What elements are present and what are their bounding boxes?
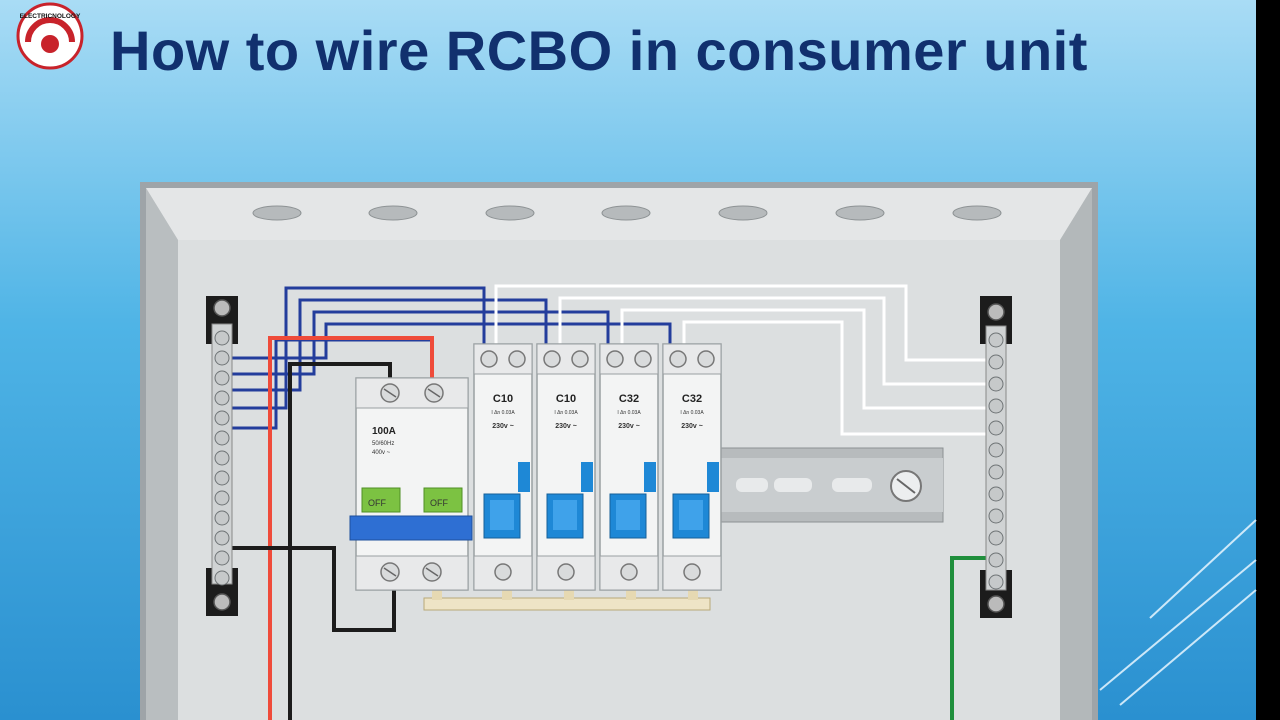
black-wires <box>231 362 396 720</box>
svg-text:230v ~: 230v ~ <box>681 423 703 430</box>
svg-text:230v ~: 230v ~ <box>492 423 514 430</box>
main-switch-left-toggle[interactable] <box>361 487 401 513</box>
svg-text:I Δn 0.03A: I Δn 0.03A <box>554 410 578 416</box>
earth-bar-right <box>980 296 1012 618</box>
decorative-lines <box>1099 519 1257 706</box>
svg-text:C32: C32 <box>682 393 702 405</box>
svg-text:OFF: OFF <box>430 498 448 508</box>
rcbo-4: C32 I Δn 0.03A 230v ~ <box>662 343 722 591</box>
svg-text:50/60Hz: 50/60Hz <box>372 441 394 447</box>
svg-text:400v ~: 400v ~ <box>372 450 391 456</box>
svg-text:I Δn 0.03A: I Δn 0.03A <box>617 410 641 416</box>
svg-text:I Δn 0.03A: I Δn 0.03A <box>680 410 704 416</box>
main-switch-handle-bar[interactable] <box>349 515 473 541</box>
main-switch-100a: 100A 50/60Hz 400v ~ OFF OFF <box>349 377 473 591</box>
neutral-bar-left <box>206 296 238 616</box>
knockout-holes <box>252 205 1002 221</box>
earth-wire <box>950 556 990 720</box>
white-wires <box>494 284 990 436</box>
page-title: How to wire RCBO in consumer unit <box>110 19 1088 82</box>
svg-text:230v ~: 230v ~ <box>618 423 640 430</box>
svg-text:C32: C32 <box>619 393 639 405</box>
svg-text:OFF: OFF <box>368 498 386 508</box>
rcbo-3: C32 I Δn 0.03A 230v ~ <box>599 343 659 591</box>
svg-text:100A: 100A <box>372 426 396 437</box>
rcbo-1: C10 I Δn 0.03A 230v ~ <box>473 343 533 591</box>
busbar <box>423 590 711 611</box>
din-rail <box>704 447 944 523</box>
live-wire <box>268 336 434 720</box>
svg-text:ELECTRICNOLOGY: ELECTRICNOLOGY <box>20 13 81 20</box>
svg-text:C10: C10 <box>556 393 576 405</box>
svg-text:I Δn 0.03A: I Δn 0.03A <box>491 410 515 416</box>
svg-text:C10: C10 <box>493 393 513 405</box>
electricnology-logo: ELECTRICNOLOGY <box>14 2 86 70</box>
right-edge-bar <box>1256 0 1280 720</box>
svg-text:230v ~: 230v ~ <box>555 423 577 430</box>
rcbo-2: C10 I Δn 0.03A 230v ~ <box>536 343 596 591</box>
main-switch-right-toggle[interactable] <box>423 487 463 513</box>
